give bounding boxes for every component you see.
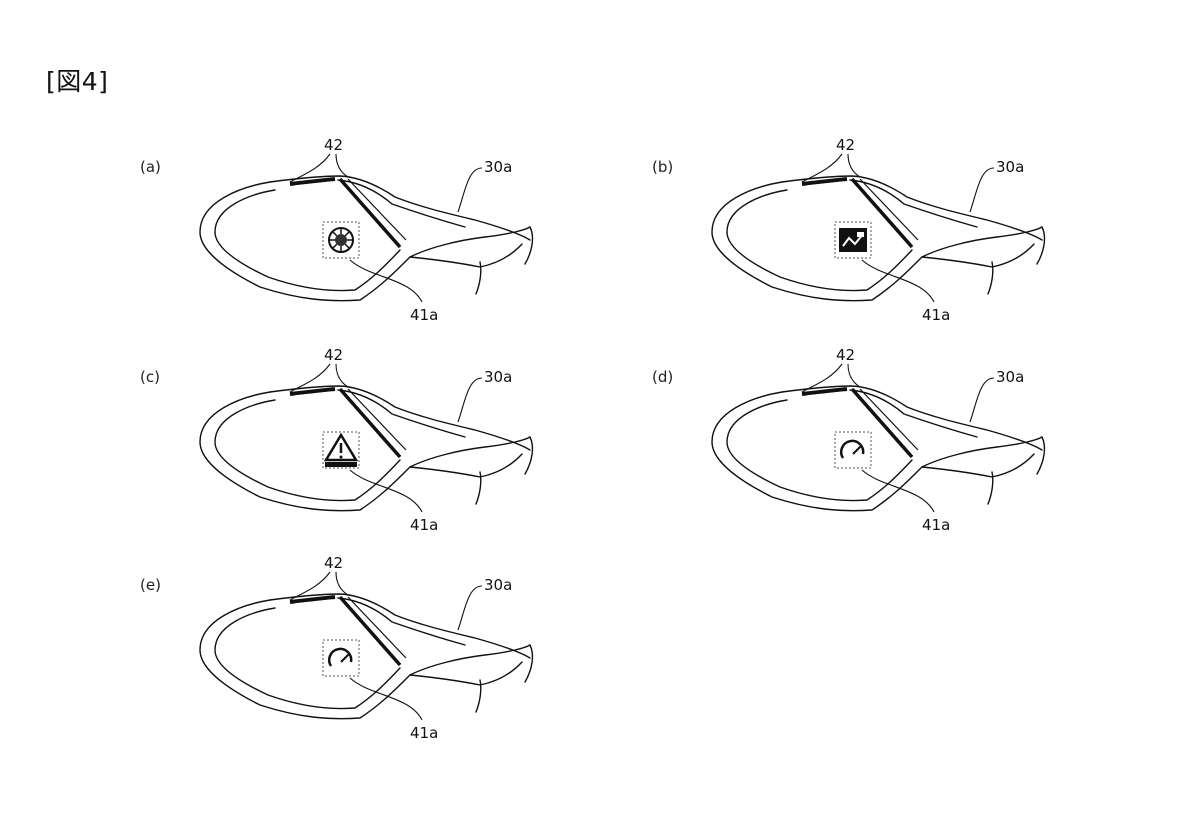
vehicle-approach-icon	[834, 221, 872, 259]
gauge-arc-icon	[834, 431, 872, 469]
mirror-outline	[198, 592, 535, 721]
mirror-outline	[710, 384, 1047, 513]
leader-line-30a	[457, 167, 483, 213]
leader-line-41a	[349, 469, 423, 513]
ref-label-30a: 30a	[484, 158, 512, 176]
mirror-outline	[198, 384, 535, 513]
ref-label-30a: 30a	[484, 576, 512, 594]
warning-triangle-icon	[322, 431, 360, 469]
ref-label-42: 42	[836, 346, 855, 364]
panel-label: (b)	[652, 158, 673, 176]
ref-label-42: 42	[836, 136, 855, 154]
leader-line-42	[801, 153, 843, 183]
ref-label-41a: 41a	[410, 516, 438, 534]
leader-line-41a	[349, 677, 423, 721]
leader-line-30a	[969, 167, 995, 213]
leader-line-42	[289, 153, 331, 183]
panel-label: (d)	[652, 368, 673, 386]
leader-line-30a	[969, 377, 995, 423]
gear-emblem-icon	[322, 221, 360, 259]
ref-label-30a: 30a	[996, 158, 1024, 176]
panel-label: (e)	[140, 576, 161, 594]
panel-c: (c) 42 30a 41a	[140, 346, 535, 534]
leader-line-42b	[335, 363, 349, 388]
ref-label-30a: 30a	[484, 368, 512, 386]
gauge-arc-icon	[322, 639, 360, 677]
figure-title: [図4]	[46, 67, 109, 96]
ref-label-41a: 41a	[922, 306, 950, 324]
panel-label: (a)	[140, 158, 161, 176]
mirror-outline	[198, 174, 535, 303]
leader-line-42	[801, 363, 843, 393]
panel-b: (b) 42 30a 41a	[652, 136, 1047, 324]
panel-e: (e) 42 30a 41a	[140, 554, 535, 742]
leader-line-42	[289, 363, 331, 393]
leader-line-42b	[335, 571, 349, 596]
ref-label-42: 42	[324, 346, 343, 364]
leader-line-42	[289, 571, 331, 601]
leader-line-42b	[847, 363, 861, 388]
ref-label-42: 42	[324, 136, 343, 154]
leader-line-30a	[457, 377, 483, 423]
leader-line-41a	[861, 259, 935, 303]
panel-a: (a) 42 30a 41a	[140, 136, 535, 324]
leader-line-42b	[335, 153, 349, 178]
ref-label-41a: 41a	[922, 516, 950, 534]
leader-line-41a	[861, 469, 935, 513]
leader-line-42b	[847, 153, 861, 178]
leader-line-41a	[349, 259, 423, 303]
ref-label-41a: 41a	[410, 724, 438, 742]
ref-label-42: 42	[324, 554, 343, 572]
mirror-outline	[710, 174, 1047, 303]
ref-label-30a: 30a	[996, 368, 1024, 386]
panel-d: (d) 42 30a 41a	[652, 346, 1047, 534]
leader-line-30a	[457, 585, 483, 631]
ref-label-41a: 41a	[410, 306, 438, 324]
panel-label: (c)	[140, 368, 160, 386]
